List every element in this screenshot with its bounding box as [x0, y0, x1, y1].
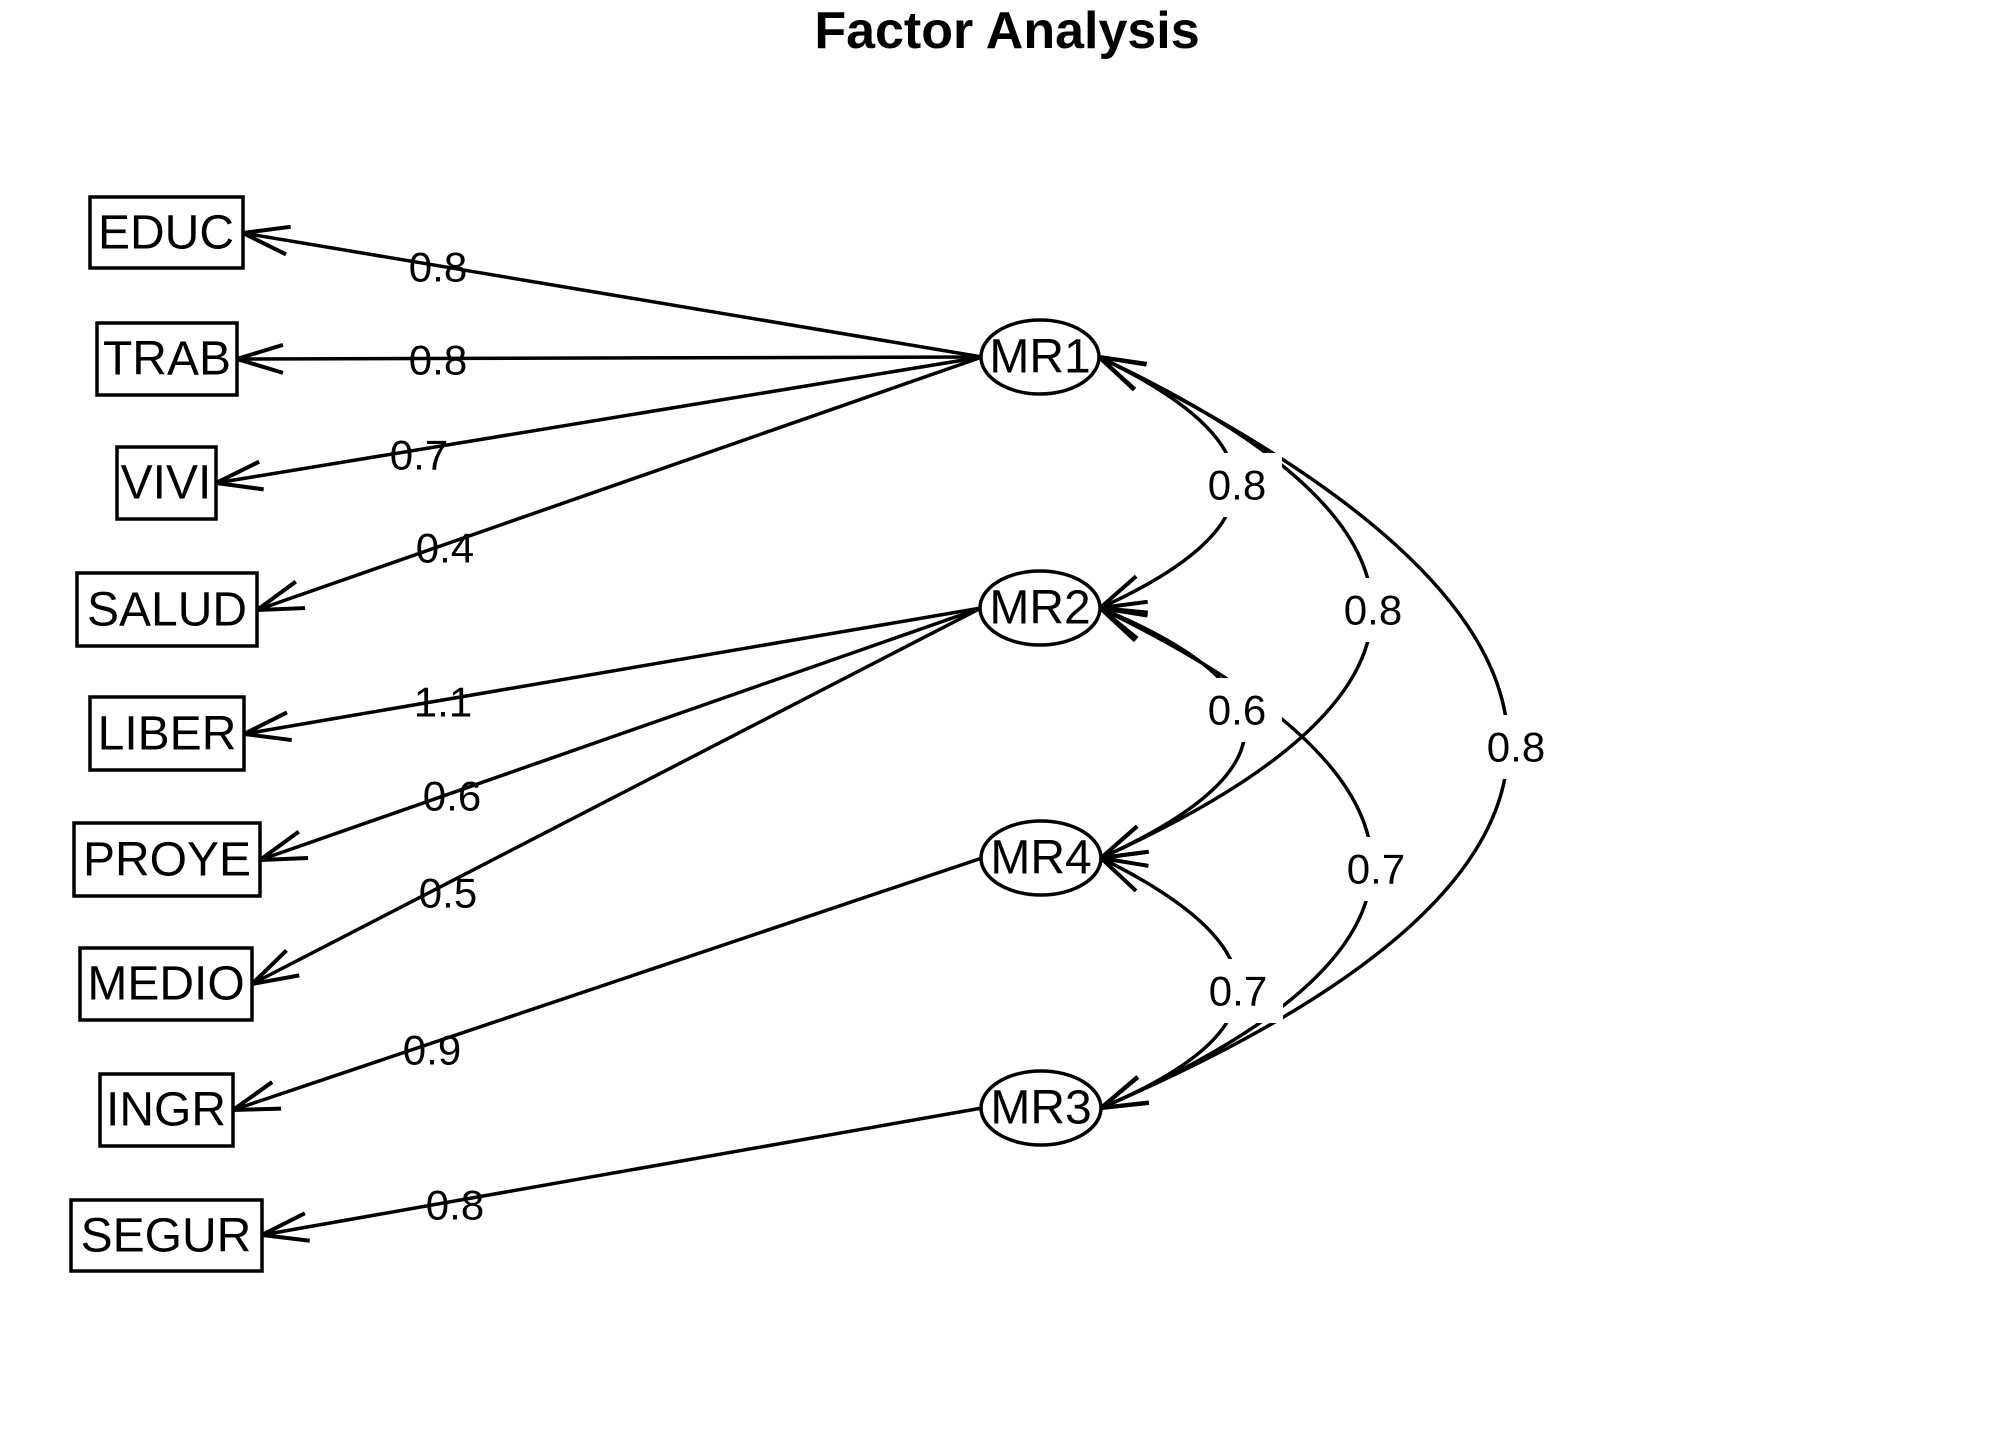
- label-mask: [1471, 715, 1561, 779]
- factor-ellipse: [978, 569, 1102, 647]
- correlation-value: 0.6: [1208, 687, 1266, 734]
- correlation-value: 0.8: [1208, 462, 1266, 509]
- label-mask: [1193, 959, 1283, 1023]
- label-mask: [1328, 578, 1418, 642]
- correlation-arc-mr1-mr3: [1099, 357, 1510, 1108]
- loading-arrow-mr1-trab: [237, 357, 983, 359]
- variable-label: EDUC: [98, 207, 234, 260]
- factor-node-mr2: MR2: [978, 569, 1102, 647]
- correlation-value: 0.7: [1209, 968, 1267, 1015]
- variable-box: [88, 195, 245, 270]
- variable-nodes: EDUC TRAB VIVI SALUD LIBER PROYE: [69, 195, 264, 1273]
- variable-node-salud: SALUD: [75, 571, 259, 648]
- loading-labels: 0.8 0.8 0.7 0.4 1.1 0.6 0.5 0.9 0.8: [390, 244, 484, 1229]
- factor-label: MR4: [990, 832, 1091, 885]
- plot-title: Factor Analysis: [814, 2, 1199, 60]
- factor-node-mr4: MR4: [979, 819, 1103, 897]
- loading-value: 0.4: [416, 525, 474, 572]
- correlation-labels: 0.8 0.6 0.7 0.8 0.7 0.8: [1192, 453, 1561, 1023]
- loading-arrow-mr1-salud: [257, 355, 983, 610]
- factor-ellipse: [979, 819, 1103, 897]
- loading-value: 0.5: [419, 870, 477, 917]
- factor-ellipse: [979, 1069, 1103, 1147]
- variable-label: VIVI: [121, 457, 212, 510]
- factor-label: MR1: [989, 331, 1090, 384]
- variable-box: [98, 1072, 235, 1148]
- variable-node-medio: MEDIO: [78, 946, 254, 1022]
- variable-node-proye: PROYE: [72, 821, 262, 898]
- loading-arrow-mr3-segur: [262, 1106, 983, 1235]
- loading-value: 0.6: [423, 773, 481, 820]
- loading-value: 1.1: [414, 679, 472, 726]
- variable-box: [115, 445, 218, 521]
- variable-label: PROYE: [83, 834, 251, 887]
- variable-box: [78, 946, 254, 1022]
- loading-value: 0.8: [409, 337, 467, 384]
- variable-label: MEDIO: [87, 958, 244, 1011]
- variable-label: SALUD: [87, 584, 247, 637]
- variable-node-educ: EDUC: [88, 195, 245, 270]
- factor-ellipse: [979, 318, 1101, 396]
- correlation-value: 0.8: [1487, 724, 1545, 771]
- factor-label: MR3: [990, 1082, 1091, 1135]
- correlation-value: 0.7: [1347, 846, 1405, 893]
- loading-value: 0.7: [390, 432, 448, 479]
- loading-value: 0.9: [403, 1027, 461, 1074]
- factor-nodes: MR1 MR2 MR4 MR3: [978, 318, 1103, 1147]
- label-mask: [1192, 453, 1282, 517]
- factor-node-mr3: MR3: [979, 1069, 1103, 1147]
- loading-arrow-mr2-proye: [260, 606, 982, 860]
- loading-arrow-mr2-liber: [244, 606, 982, 734]
- variable-label: SEGUR: [81, 1210, 252, 1263]
- variable-label: INGR: [106, 1084, 226, 1137]
- variable-node-trab: TRAB: [95, 321, 239, 397]
- label-mask: [1331, 837, 1421, 901]
- label-mask: [1192, 678, 1282, 742]
- variable-box: [88, 695, 246, 772]
- loading-arrow-mr1-vivi: [216, 355, 983, 483]
- variable-label: TRAB: [103, 333, 231, 386]
- loading-arrow-mr1-educ: [243, 233, 983, 359]
- factor-label: MR2: [989, 582, 1090, 635]
- factor-node-mr1: MR1: [979, 318, 1101, 396]
- loading-value: 0.8: [409, 244, 467, 291]
- correlation-arcs: [1099, 357, 1510, 1108]
- loading-arrow-mr4-ingr: [233, 856, 983, 1110]
- variable-box: [75, 571, 259, 648]
- variable-node-vivi: VIVI: [115, 445, 218, 521]
- loading-arrows: [216, 233, 983, 1235]
- loading-value: 0.8: [426, 1182, 484, 1229]
- variable-label: LIBER: [98, 708, 237, 761]
- correlation-value: 0.8: [1344, 587, 1402, 634]
- variable-box: [72, 821, 262, 898]
- variable-node-segur: SEGUR: [69, 1198, 264, 1273]
- loading-arrow-mr2-medio: [252, 606, 982, 984]
- variable-node-ingr: INGR: [98, 1072, 235, 1148]
- variable-box: [95, 321, 239, 397]
- variable-box: [69, 1198, 264, 1273]
- variable-node-liber: LIBER: [88, 695, 246, 772]
